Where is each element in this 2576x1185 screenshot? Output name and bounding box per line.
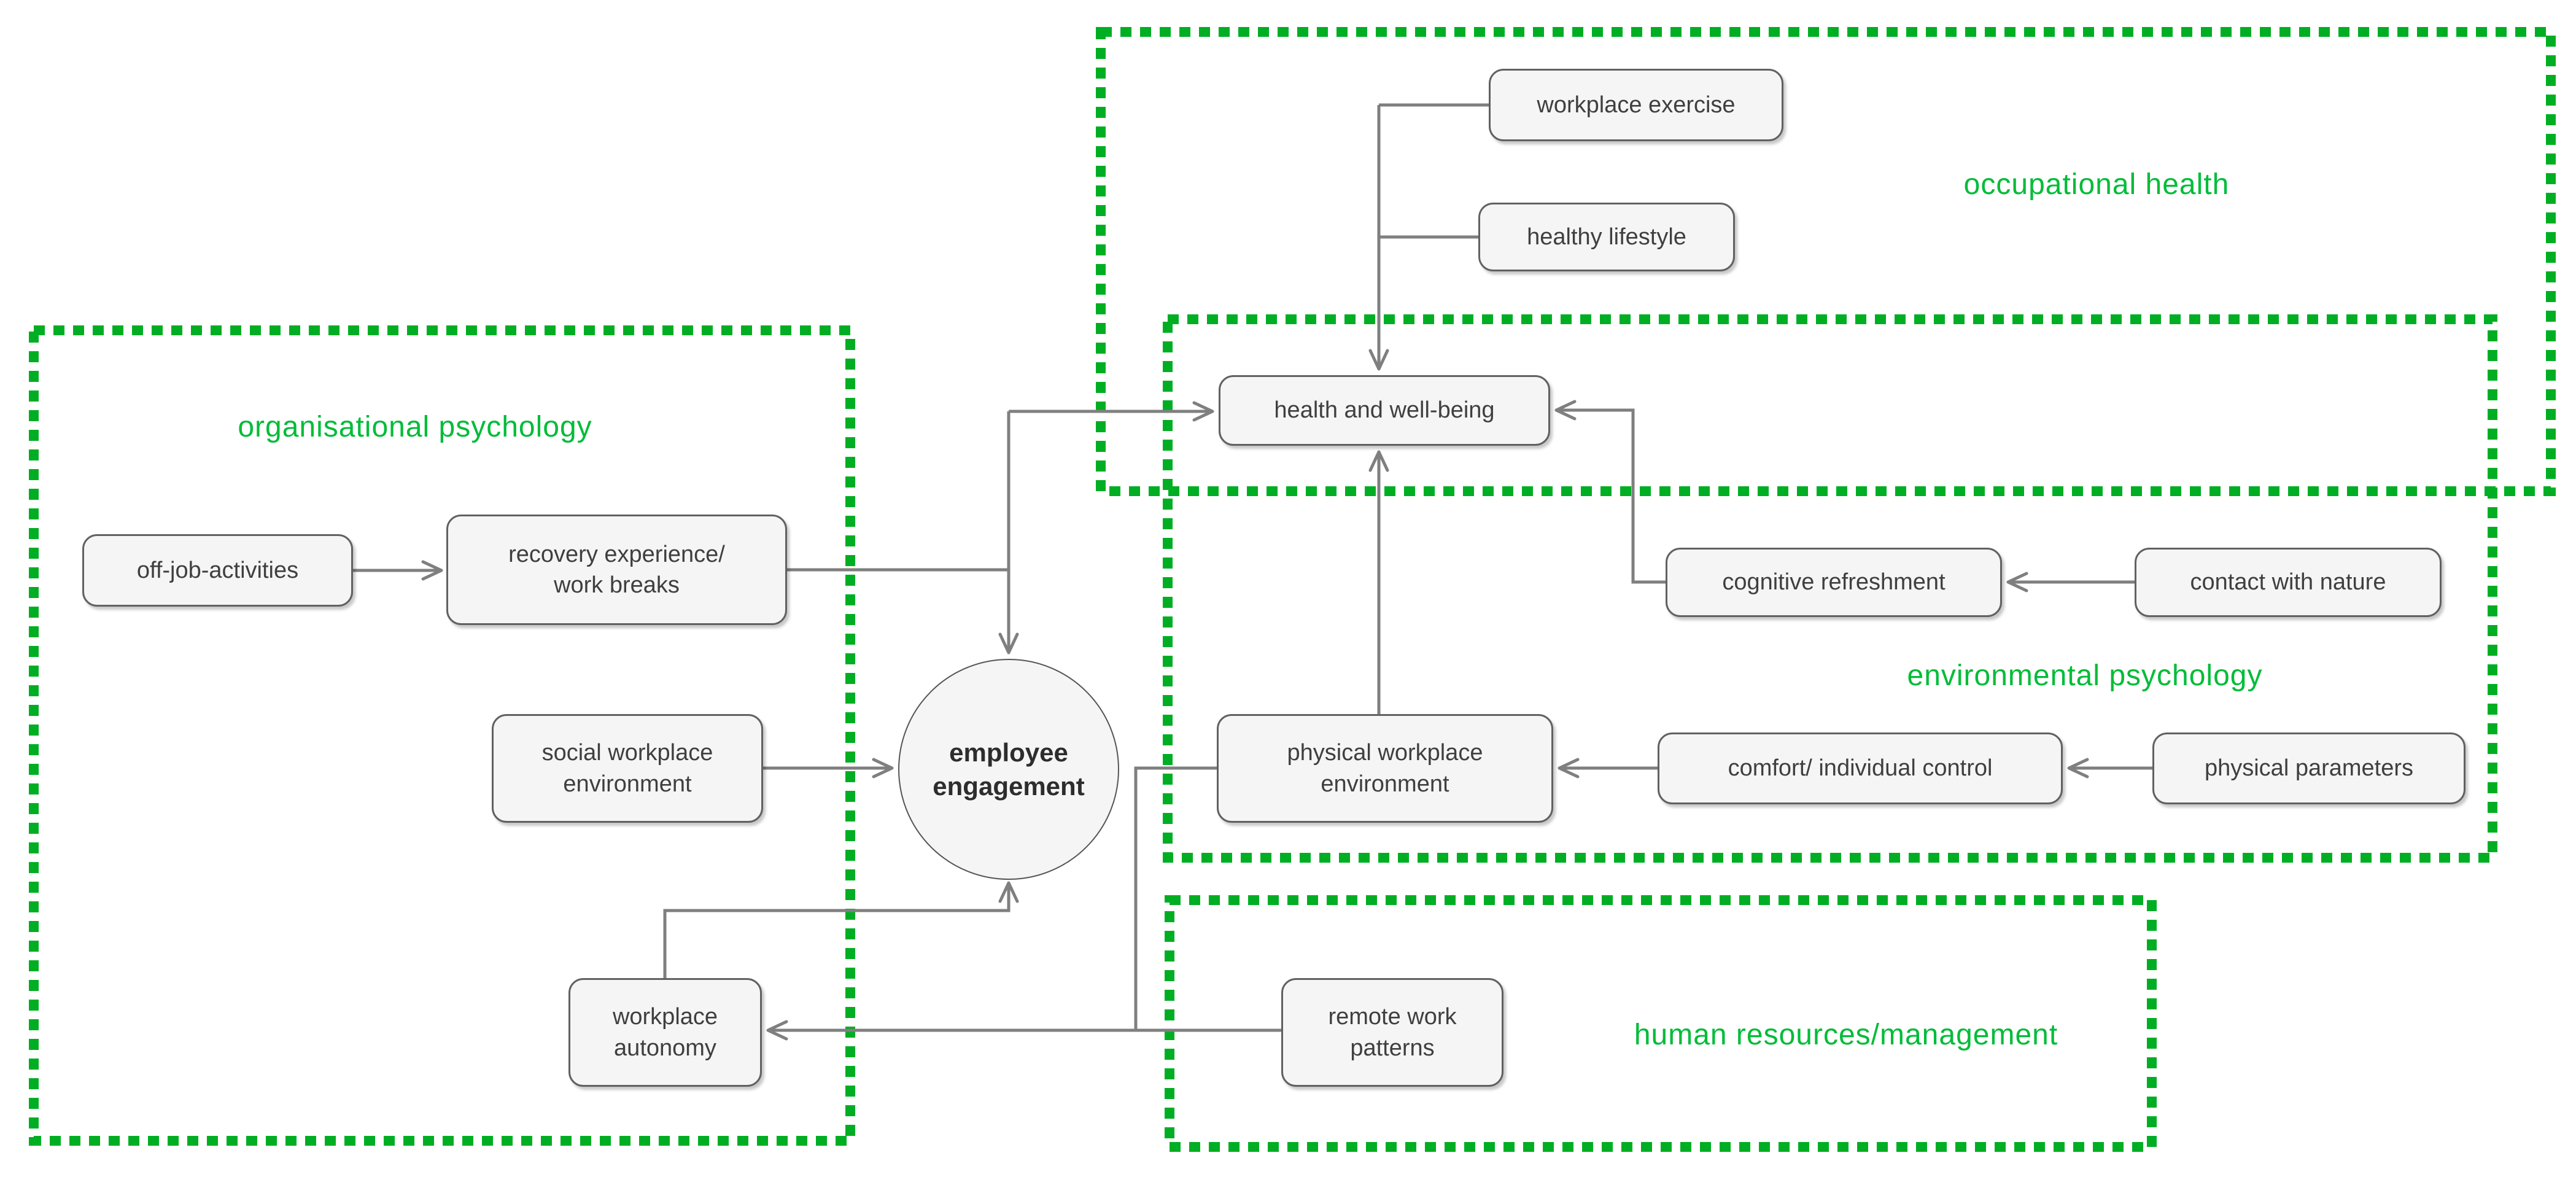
edge-autonomy-to-engagement bbox=[663, 881, 1019, 978]
group-label-environmental-psychology: environmental psychology bbox=[1907, 659, 2263, 692]
group-box-environmental-psychology bbox=[1163, 314, 2497, 863]
node-comfort-individual-control: comfort/ individual control bbox=[1658, 732, 2063, 804]
node-workplace-exercise: workplace exercise bbox=[1489, 69, 1783, 141]
group-label-organisational-psychology: organisational psychology bbox=[238, 411, 592, 443]
edge-physical-to-junction bbox=[1134, 766, 1217, 1030]
node-off-job-activities: off-job-activities bbox=[82, 534, 353, 607]
node-physical-workplace-environment: physical workplace environment bbox=[1217, 714, 1553, 823]
node-social-workplace-environment: social workplace environment bbox=[492, 714, 763, 823]
node-health-and-wellbeing: health and well-being bbox=[1219, 375, 1550, 446]
node-cognitive-refreshment: cognitive refreshment bbox=[1666, 548, 2002, 617]
node-healthy-lifestyle: healthy lifestyle bbox=[1478, 203, 1735, 271]
group-borders bbox=[29, 27, 2556, 1152]
edge-cognitive-to-health bbox=[1554, 400, 1666, 584]
node-workplace-autonomy: workplace autonomy bbox=[568, 978, 762, 1087]
node-recovery-experience: recovery experience/ work breaks bbox=[446, 515, 787, 625]
group-box-human-resources-management bbox=[1165, 895, 2157, 1152]
node-physical-parameters: physical parameters bbox=[2152, 732, 2465, 804]
node-contact-with-nature: contact with nature bbox=[2135, 548, 2442, 617]
group-label-occupational-health: occupational health bbox=[1963, 168, 2230, 201]
node-remote-work-patterns: remote work patterns bbox=[1281, 978, 1503, 1087]
group-box-occupational-health bbox=[1096, 27, 2556, 496]
group-box-organisational-psychology bbox=[29, 325, 855, 1146]
group-label-human-resources-management: human resources/management bbox=[1634, 1019, 2058, 1051]
node-employee-engagement: employee engagement bbox=[898, 659, 1119, 880]
edges bbox=[353, 103, 2152, 1041]
